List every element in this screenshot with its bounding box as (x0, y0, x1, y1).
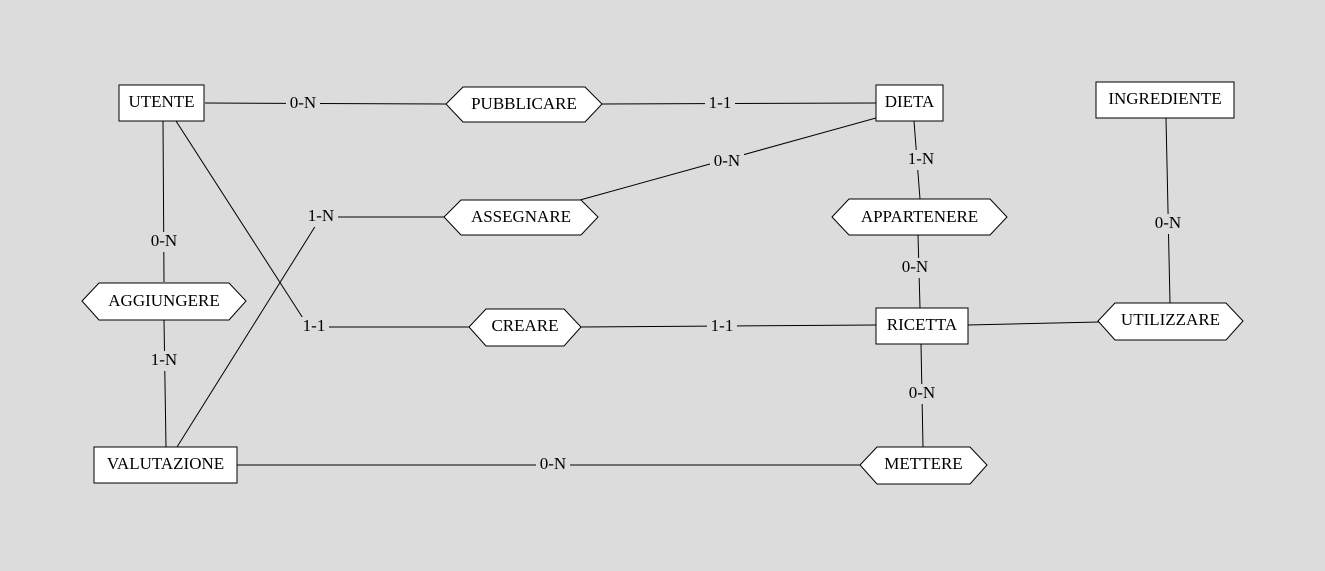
entity-utente[interactable]: UTENTE (118, 84, 205, 122)
line-valutazione-to-assegnare (176, 216, 322, 448)
entity-ricetta-label: RICETTA (887, 315, 958, 334)
relationship-pubblicare-label: PUBBLICARE (471, 94, 577, 113)
relationship-appartenere[interactable]: APPARTENERE (831, 198, 1008, 236)
cardinality-dieta-appartenere: 1-N (908, 149, 934, 168)
line-ricetta-utilizzare (967, 321, 1100, 326)
relationship-mettere-label: METTERE (884, 454, 962, 473)
cardinality-labels: 0-N 1-1 0-N 1-N 1-N 0-N 0-N 0-N 1-N 1-1 … (147, 93, 1185, 475)
entity-dieta-label: DIETA (885, 92, 935, 111)
connection-lines (162, 102, 1171, 466)
line-pubblicare-dieta (599, 102, 877, 105)
relationship-assegnare[interactable]: ASSEGNARE (443, 199, 599, 236)
entity-dieta[interactable]: DIETA (875, 84, 944, 122)
relationship-assegnare-label: ASSEGNARE (471, 207, 571, 226)
relationship-aggiungere-label: AGGIUNGERE (108, 291, 219, 310)
relationship-mettere[interactable]: METTERE (859, 446, 988, 485)
relationship-creare-label: CREARE (491, 316, 558, 335)
line-utente-creare (175, 120, 309, 327)
relationship-aggiungere[interactable]: AGGIUNGERE (81, 282, 247, 321)
cardinality-valutazione-mettere: 0-N (540, 454, 566, 473)
cardinality-ricetta-mettere: 0-N (909, 383, 935, 402)
relationship-creare[interactable]: CREARE (468, 308, 582, 347)
cardinality-valutazione-aggiungere: 1-N (151, 350, 177, 369)
entity-ingrediente-label: INGREDIENTE (1108, 89, 1221, 108)
cardinality-utente-aggiungere: 0-N (151, 231, 177, 250)
cardinality-creare-ricetta: 1-1 (711, 316, 734, 335)
entity-ricetta[interactable]: RICETTA (875, 307, 969, 345)
relationship-appartenere-label: APPARTENERE (861, 207, 978, 226)
cardinality-utente-pubblicare: 0-N (290, 93, 316, 112)
line-utente-pubblicare (204, 102, 447, 105)
entity-utente-label: UTENTE (128, 92, 194, 111)
relationship-pubblicare[interactable]: PUBBLICARE (445, 86, 603, 123)
cardinality-valutazione-assegnare: 1-N (308, 206, 334, 225)
relationship-utilizzare-label: UTILIZZARE (1121, 310, 1220, 329)
entity-valutazione[interactable]: VALUTAZIONE (93, 446, 238, 484)
line-aggiungere-valutazione (163, 319, 167, 448)
cardinality-pubblicare-dieta: 1-1 (709, 93, 732, 112)
cardinality-ricetta-appartenere: 0-N (902, 257, 928, 276)
cardinality-ingrediente-utilizzare: 0-N (1155, 213, 1181, 232)
entity-ingrediente[interactable]: INGREDIENTE (1095, 81, 1235, 119)
line-utente-aggiungere (162, 120, 165, 283)
entity-valutazione-label: VALUTAZIONE (107, 454, 224, 473)
line-ingrediente-utilizzare (1165, 117, 1171, 304)
cardinality-utente-creare: 1-1 (303, 316, 326, 335)
relationship-utilizzare[interactable]: UTILIZZARE (1097, 302, 1244, 341)
cardinality-dieta-assegnare: 0-N (714, 151, 740, 170)
